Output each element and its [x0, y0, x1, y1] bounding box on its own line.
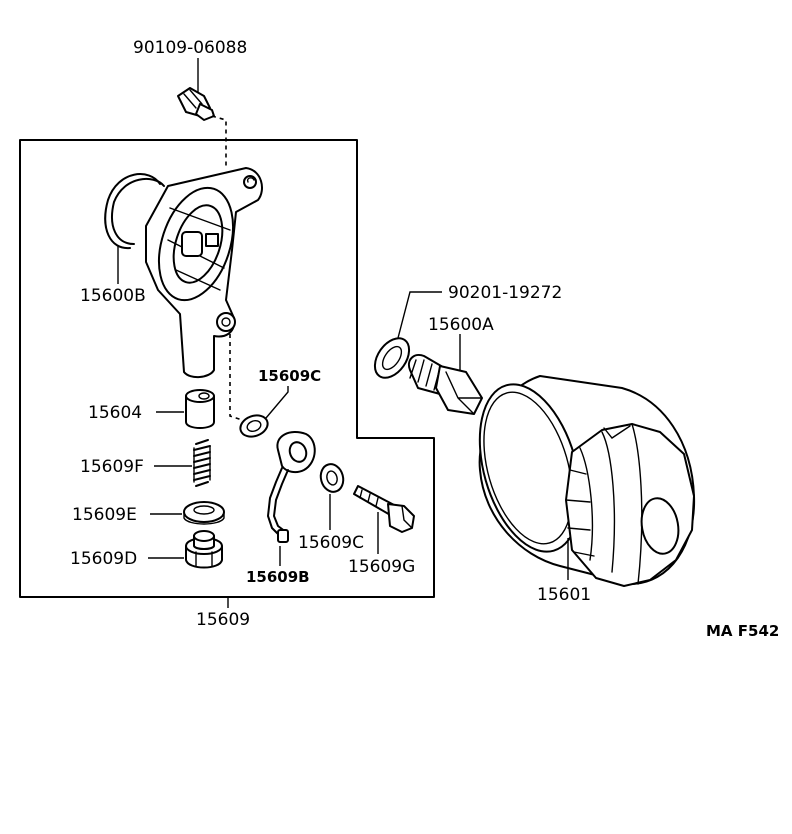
union-15600a-icon	[408, 354, 483, 415]
filter-bracket-icon	[145, 167, 263, 378]
label-15609c-lower: 15609C	[298, 533, 364, 553]
dash-bolt-top	[211, 115, 227, 168]
spring-15609f-icon	[193, 439, 211, 487]
oil-filter-15601-icon	[478, 375, 696, 587]
label-15600a: 15600A	[428, 315, 494, 335]
label-15609c-upper: 15609C	[258, 367, 321, 385]
assembly-boundary	[19, 139, 435, 598]
label-15609e: 15609E	[72, 505, 137, 525]
label-90201-19272: 90201-19272	[448, 283, 562, 303]
bolt-90109-icon	[177, 87, 215, 121]
pipe-15609b-icon	[267, 431, 316, 543]
gasket-15609e-icon	[183, 501, 225, 525]
label-15609: 15609	[196, 610, 250, 630]
dash-bracket-washer	[229, 334, 243, 421]
leader-90201	[397, 291, 442, 339]
label-15609g: 15609G	[348, 557, 415, 577]
gasket-15600b-icon	[104, 173, 165, 250]
label-15601: 15601	[537, 585, 591, 605]
plug-15604-icon	[185, 389, 215, 429]
label-15604: 15604	[88, 403, 142, 423]
label-90109-06088: 90109-06088	[133, 38, 247, 58]
washer-15609c-upper-icon	[239, 414, 269, 438]
label-15600b: 15600B	[80, 286, 146, 306]
label-15609b: 15609B	[246, 568, 310, 586]
label-15609f: 15609F	[80, 457, 144, 477]
washer-15609c-lower-icon	[319, 463, 345, 493]
leader-15609c-upper	[265, 386, 289, 419]
union-bolt-15609g-icon	[353, 485, 415, 533]
gasket-90201-icon	[373, 337, 411, 379]
cap-15609d-icon	[185, 530, 223, 569]
figure-code: MA F542	[706, 622, 779, 640]
label-15609d: 15609D	[70, 549, 137, 569]
